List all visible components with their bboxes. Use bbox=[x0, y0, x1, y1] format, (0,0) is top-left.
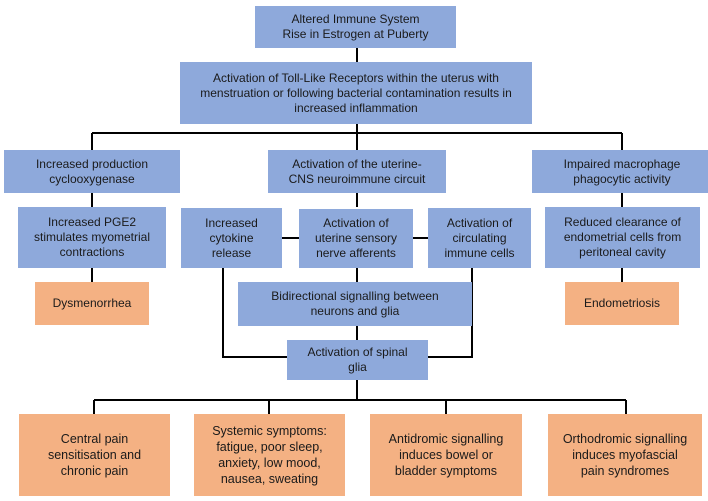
node-endometriosis: Endometriosis bbox=[565, 282, 679, 325]
node-spinal-glia: Activation of spinal glia bbox=[287, 340, 428, 380]
node-dysmenorrhea: Dysmenorrhea bbox=[35, 282, 149, 325]
node-pge2: Increased PGE2 stimulates myometrial con… bbox=[18, 207, 166, 268]
node-orthodromic-signalling: Orthodromic signalling induces myofascia… bbox=[548, 414, 702, 496]
connector-cytokine-spinal bbox=[222, 268, 287, 358]
node-cyclooxygenase: Increased production cyclooxygenase bbox=[4, 150, 180, 193]
connector-immune-spinal bbox=[428, 268, 473, 358]
node-bidirectional-signalling: Bidirectional signalling between neurons… bbox=[238, 282, 472, 326]
node-cytokine-release: Increased cytokine release bbox=[181, 208, 282, 268]
node-systemic-symptoms: Systemic symptoms: fatigue, poor sleep, … bbox=[194, 414, 345, 496]
node-central-pain: Central pain sensitisation and chronic p… bbox=[19, 414, 170, 496]
node-altered-immune: Altered Immune System Rise in Estrogen a… bbox=[255, 6, 456, 48]
node-reduced-clearance: Reduced clearance of endometrial cells f… bbox=[545, 207, 700, 268]
node-impaired-macrophage: Impaired macrophage phagocytic activity bbox=[532, 150, 708, 193]
node-neuroimmune-circuit: Activation of the uterine- CNS neuroimmu… bbox=[268, 150, 446, 193]
node-antidromic-signalling: Antidromic signalling induces bowel or b… bbox=[370, 414, 522, 496]
node-toll-like-receptors: Activation of Toll-Like Receptors within… bbox=[180, 62, 532, 124]
node-circulating-immune: Activation of circulating immune cells bbox=[428, 208, 531, 268]
node-sensory-afferents: Activation of uterine sensory nerve affe… bbox=[299, 209, 413, 268]
